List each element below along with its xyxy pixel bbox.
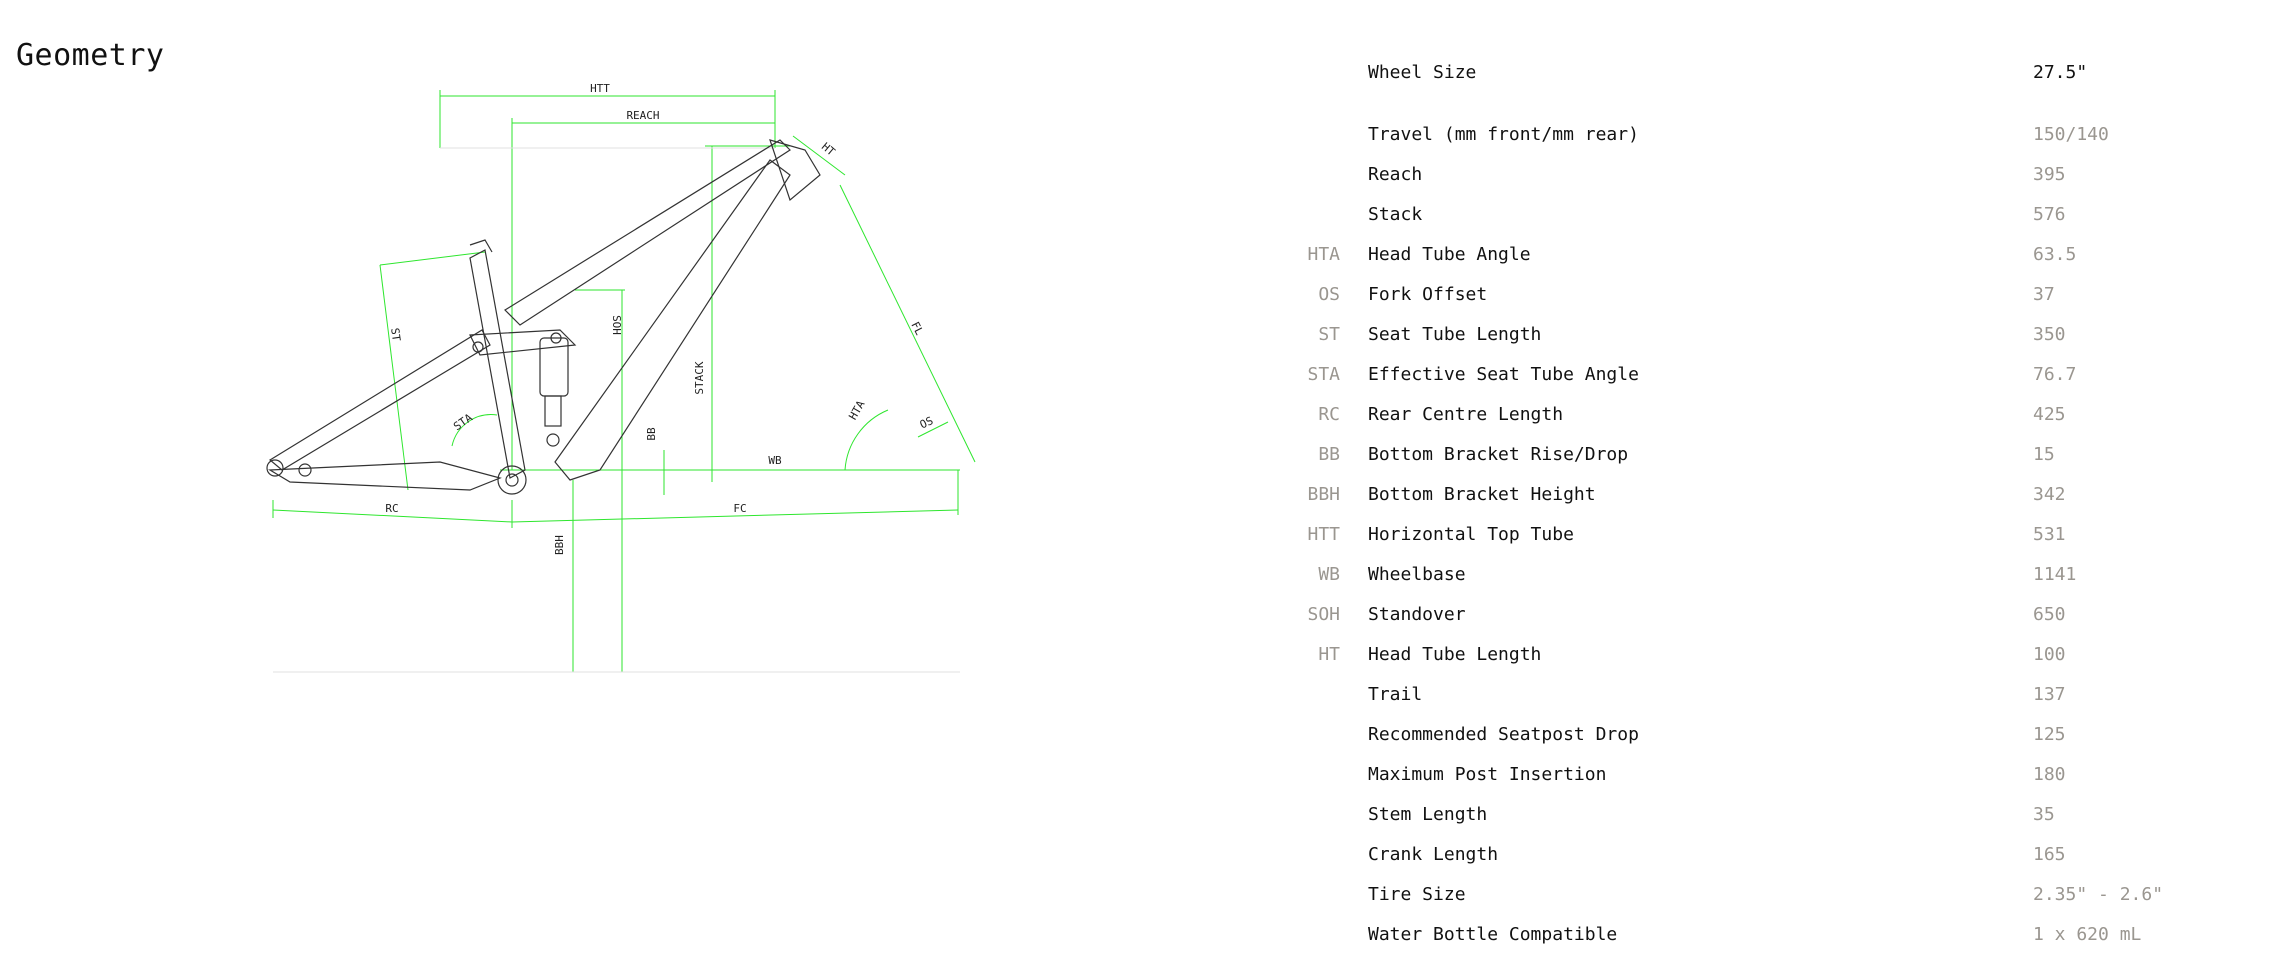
table-row: STA Effective Seat Tube Angle 76.7: [1300, 354, 2260, 394]
label-reach: REACH: [626, 109, 659, 122]
row-label: Trail: [1368, 683, 1423, 705]
row-label: Maximum Post Insertion: [1368, 763, 1607, 785]
label-st: ST: [388, 327, 403, 342]
row-label: Stack: [1368, 203, 1423, 225]
table-row: OS Fork Offset 37: [1300, 274, 2260, 314]
table-row: Recommended Seatpost Drop 125: [1300, 714, 2260, 754]
table-row: Wheel Size 27.5": [1300, 52, 2260, 92]
row-abbr: BBH: [1307, 483, 1340, 505]
row-value: 27.5": [2033, 61, 2088, 83]
ground-lines: [273, 147, 960, 673]
table-row: SOH Standover 650: [1300, 594, 2260, 634]
row-value: 165: [2033, 843, 2066, 865]
table-row: Trail 137: [1300, 674, 2260, 714]
label-rc: RC: [385, 502, 398, 515]
table-row: Tire Size 2.35" - 2.6": [1300, 874, 2260, 914]
row-abbr: SOH: [1307, 603, 1340, 625]
table-row: Maximum Post Insertion 180: [1300, 754, 2260, 794]
row-abbr: ST: [1318, 323, 1340, 345]
table-row: HTA Head Tube Angle 63.5: [1300, 234, 2260, 274]
row-label: Reach: [1368, 163, 1423, 185]
row-value: 180: [2033, 763, 2066, 785]
label-hta: HTA: [846, 398, 867, 422]
row-label: Rear Centre Length: [1368, 403, 1564, 425]
table-row: HT Head Tube Length 100: [1300, 634, 2260, 674]
row-value: 1 x 620 mL: [2033, 923, 2142, 945]
label-stack: STACK: [693, 361, 706, 394]
row-label: Crank Length: [1368, 843, 1499, 865]
table-row: HTT Horizontal Top Tube 531: [1300, 514, 2260, 554]
label-ht: HT: [819, 140, 838, 159]
row-value: 76.7: [2033, 363, 2077, 385]
row-label: Bottom Bracket Height: [1368, 483, 1596, 505]
row-label: Wheel Size: [1368, 61, 1477, 83]
row-value: 350: [2033, 323, 2066, 345]
row-label: Wheelbase: [1368, 563, 1466, 585]
table-row: Water Bottle Compatible 1 x 620 mL: [1300, 914, 2260, 954]
row-label: Tire Size: [1368, 883, 1466, 905]
row-value: 425: [2033, 403, 2066, 425]
row-value: 35: [2033, 803, 2055, 825]
row-value: 2.35" - 2.6": [2033, 883, 2164, 905]
label-fl: FL: [908, 320, 926, 338]
row-value: 650: [2033, 603, 2066, 625]
table-row: Reach 395: [1300, 154, 2260, 194]
row-label: Recommended Seatpost Drop: [1368, 723, 1639, 745]
row-abbr: HTT: [1307, 523, 1340, 545]
label-htt: HTT: [590, 82, 610, 95]
row-value: 137: [2033, 683, 2066, 705]
table-row: BBH Bottom Bracket Height 342: [1300, 474, 2260, 514]
row-label: Standover: [1368, 603, 1466, 625]
page-title: Geometry: [16, 38, 165, 74]
row-value: 531: [2033, 523, 2066, 545]
label-bb: BB: [645, 427, 658, 441]
label-sta: STA: [451, 411, 475, 433]
row-label: Bottom Bracket Rise/Drop: [1368, 443, 1629, 465]
row-abbr: OS: [1318, 283, 1340, 305]
label-bbh: BBH: [553, 535, 566, 555]
table-row: Stem Length 35: [1300, 794, 2260, 834]
row-label: Head Tube Length: [1368, 643, 1542, 665]
row-label: Water Bottle Compatible: [1368, 923, 1618, 945]
geometry-diagram: HTT REACH HT FL ST SOH STACK STA BB HTA …: [266, 82, 976, 673]
dimension-lines: [272, 90, 976, 672]
table-row: Travel (mm front/mm rear) 150/140: [1300, 114, 2260, 154]
row-value: 37: [2033, 283, 2055, 305]
row-abbr: RC: [1318, 403, 1340, 425]
table-row: BB Bottom Bracket Rise/Drop 15: [1300, 434, 2260, 474]
row-abbr: HTA: [1307, 243, 1340, 265]
row-value: 125: [2033, 723, 2066, 745]
table-row: ST Seat Tube Length 350: [1300, 314, 2260, 354]
row-value: 100: [2033, 643, 2066, 665]
label-os: OS: [918, 414, 936, 431]
bike-frame-drawing: [266, 139, 821, 495]
row-value: 1141: [2033, 563, 2077, 585]
row-value: 63.5: [2033, 243, 2077, 265]
row-label: Seat Tube Length: [1368, 323, 1542, 345]
row-value: 342: [2033, 483, 2066, 505]
geometry-table: Wheel Size 27.5" Travel (mm front/mm rea…: [1300, 52, 2260, 954]
row-label: Fork Offset: [1368, 283, 1488, 305]
table-row: WB Wheelbase 1141: [1300, 554, 2260, 594]
label-fc: FC: [733, 502, 746, 515]
row-value: 15: [2033, 443, 2055, 465]
label-soh: SOH: [610, 315, 623, 335]
label-wb: WB: [768, 454, 782, 467]
row-label: Horizontal Top Tube: [1368, 523, 1574, 545]
row-value: 395: [2033, 163, 2066, 185]
table-row: Stack 576: [1300, 194, 2260, 234]
row-label: Travel (mm front/mm rear): [1368, 123, 1639, 145]
row-abbr: HT: [1318, 643, 1340, 665]
row-value: 150/140: [2033, 123, 2109, 145]
row-label: Stem Length: [1368, 803, 1488, 825]
row-abbr: BB: [1318, 443, 1340, 465]
row-abbr: WB: [1318, 563, 1340, 585]
row-label: Head Tube Angle: [1368, 243, 1531, 265]
row-abbr: STA: [1307, 363, 1340, 385]
row-label: Effective Seat Tube Angle: [1368, 363, 1639, 385]
row-value: 576: [2033, 203, 2066, 225]
table-row: Crank Length 165: [1300, 834, 2260, 874]
table-row: RC Rear Centre Length 425: [1300, 394, 2260, 434]
